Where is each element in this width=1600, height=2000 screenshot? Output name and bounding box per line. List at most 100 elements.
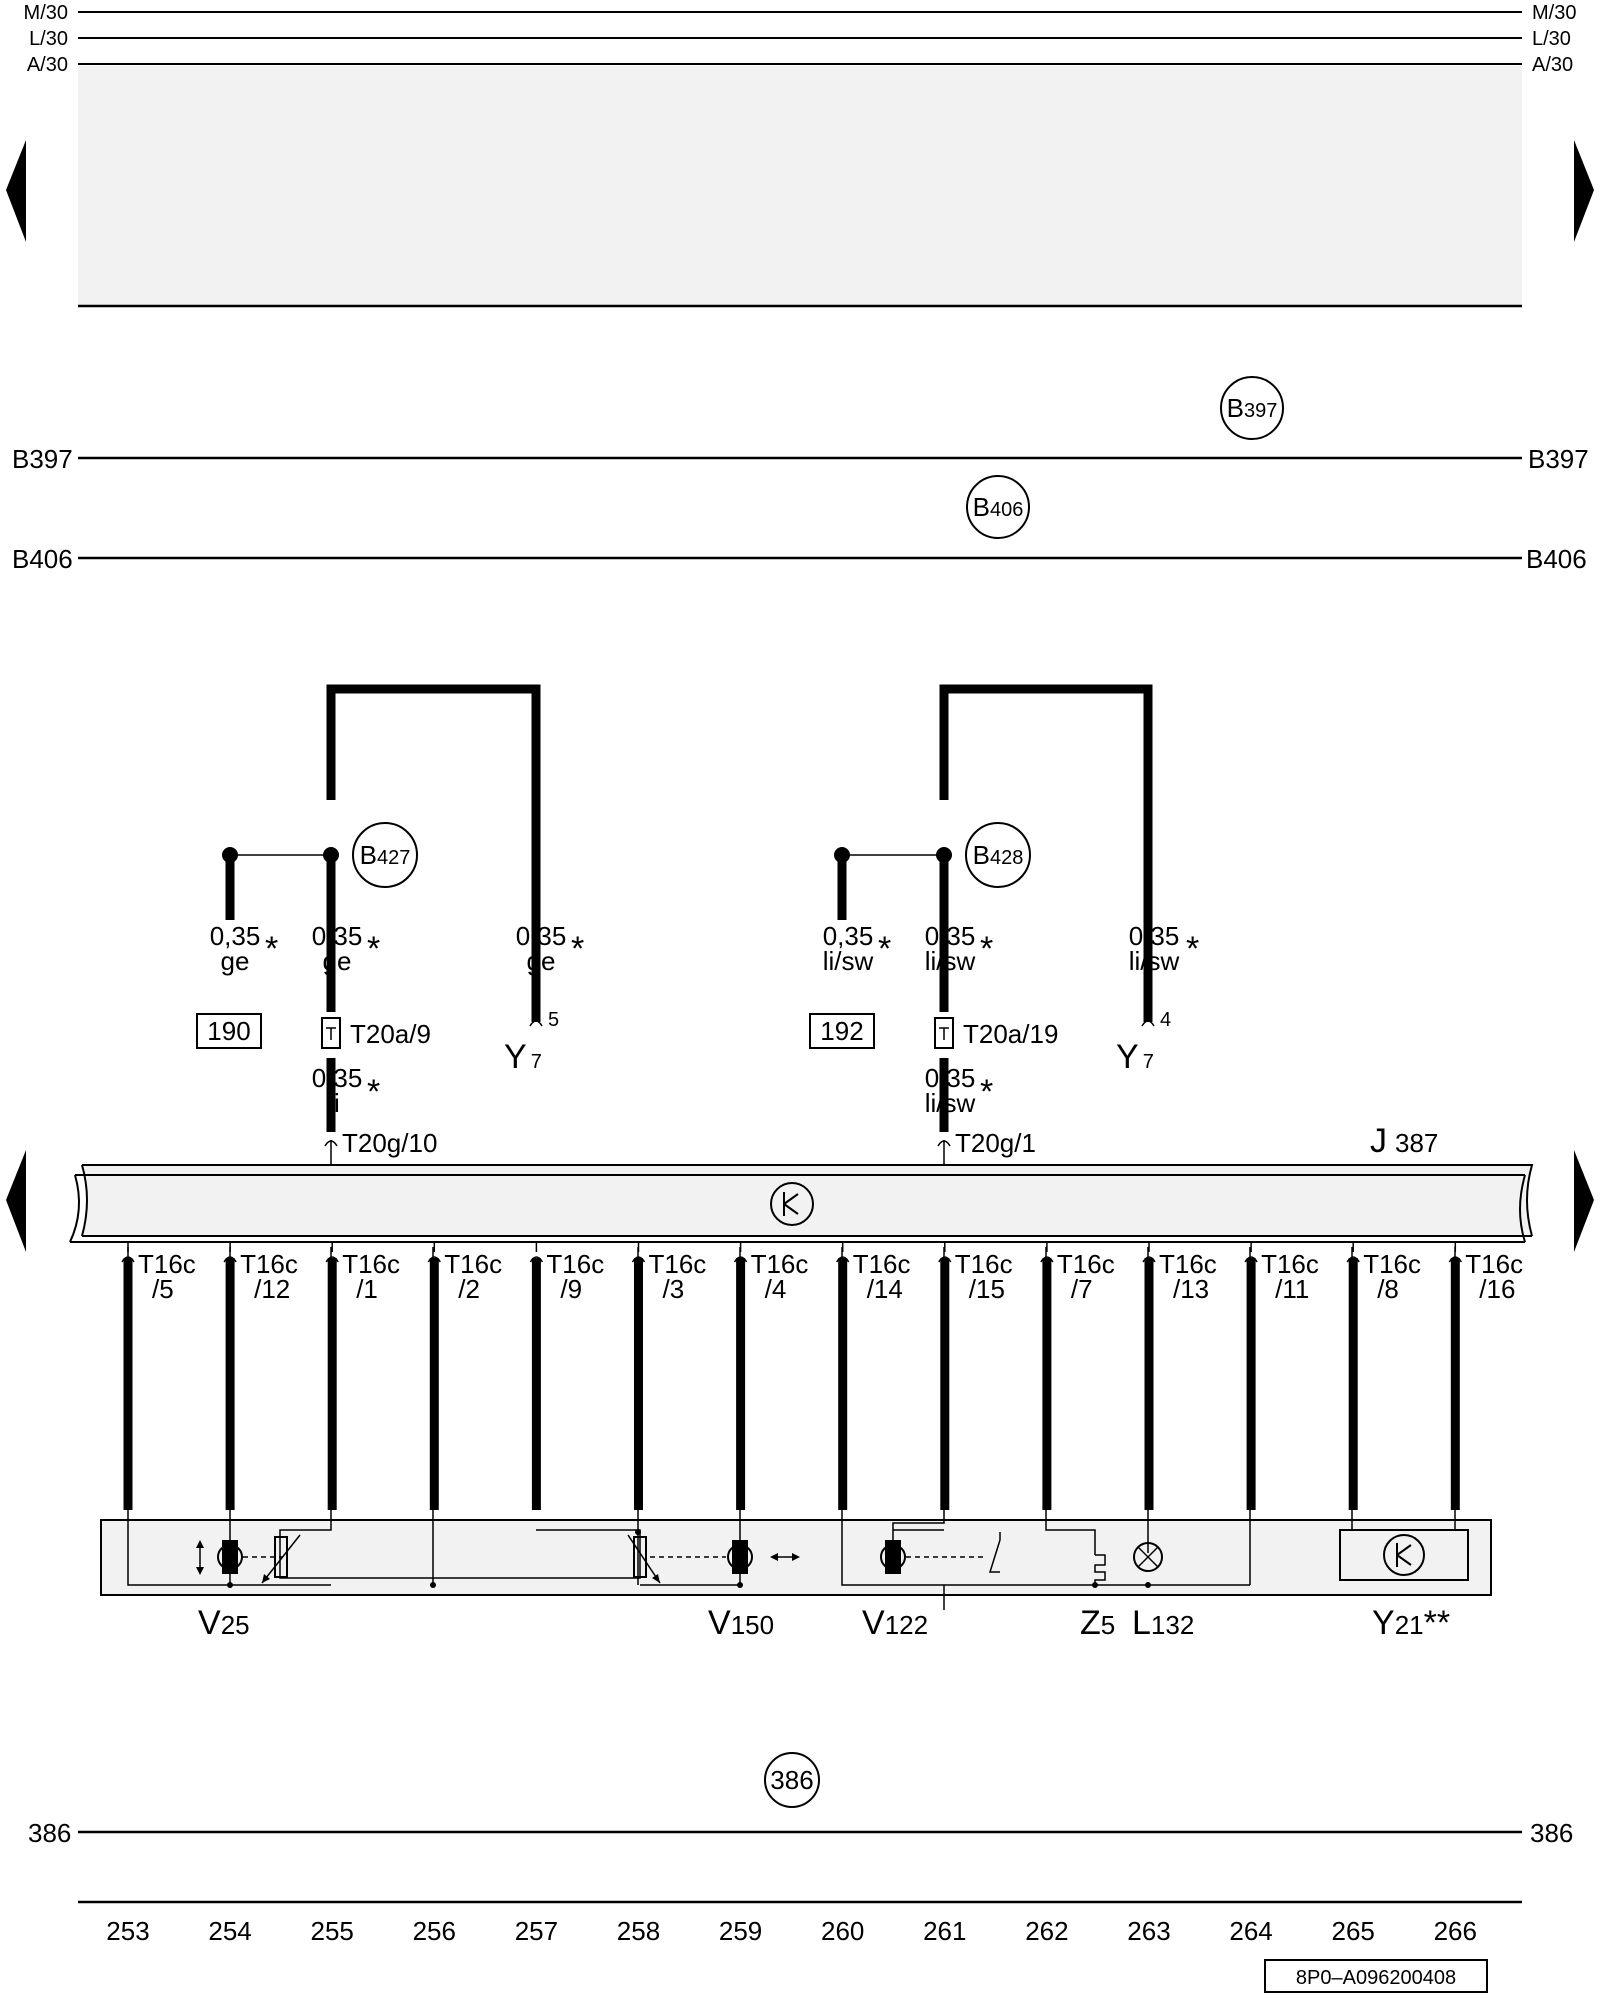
connector-t20g1: T20g/1 [955,1128,1036,1158]
arrow-left-mid-icon[interactable] [6,1150,26,1252]
pin-name: T16c [1057,1249,1115,1279]
column-number: 263 [1127,1916,1170,1946]
bus-b397-marker [1220,376,1284,440]
bus-386-label-right: 386 [1530,1818,1573,1848]
circuit-left: B427 0,35 ge * 0,35 ge * 0,35 ge * 190 T… [196,684,584,1172]
wire-color-w7: li/sw [1129,946,1180,976]
pin-number: /13 [1173,1274,1209,1304]
wire-ast-w4: * [367,1073,380,1111]
pin-t16c-1: T16c/1 [325,1242,400,1510]
pin-t16c-9: T16c/9 [529,1242,604,1510]
motor-v122-icon: M [880,1529,1001,1574]
wire-size-w2: 0,35 [312,921,363,951]
y7b-pin: 4 [1160,1009,1171,1031]
bus-b406-label-right: B406 [1526,544,1587,574]
wire-ast-w6: * [980,930,993,968]
connector-t20a9: T20a/9 [350,1019,431,1049]
column-number: 258 [617,1916,660,1946]
heater-z5-icon [1094,1554,1106,1585]
pin-t16c-5: T16c/5 [121,1242,196,1510]
pin-number: /1 [356,1274,378,1304]
arrow-right-mid-icon[interactable] [1574,1150,1594,1252]
rail-label-a30-right: A/30 [1532,54,1573,76]
bus-b397-label-right: B397 [1528,444,1589,474]
document-code: 8P0–A096200408 [1296,1967,1456,1989]
column-number: 259 [719,1916,762,1946]
y7a-pin: 5 [548,1009,559,1031]
wire-size-w4: 0,35 [312,1063,363,1093]
bus-b397-marker-label: B397 [1227,393,1278,423]
arrow-left-top-icon[interactable] [6,140,26,242]
potentiometer-v25-icon [261,1534,301,1584]
column-number: 257 [515,1916,558,1946]
component-z5: Z5 [1080,1604,1115,1642]
wire-color-w2: ge [323,946,352,976]
bus-386-label-left: 386 [28,1818,71,1848]
wire-ast-w3: * [571,930,584,968]
wire-size-w7: 0,35 [1129,921,1180,951]
bus-386-marker [764,1752,820,1808]
pin-number: /9 [560,1274,582,1304]
pin-name: T16c [342,1249,400,1279]
column-number: 266 [1434,1916,1477,1946]
splice-b427 [352,822,418,888]
bus-b406: B406 B406 B406 [12,475,1587,574]
pin-name: T16c [853,1249,911,1279]
ref-192[interactable]: 192 [820,1016,863,1046]
top-shaded-area [78,66,1522,306]
wire-ast-w7: * [1186,930,1199,968]
supply-rails: M/30 L/30 A/30 M/30 L/30 A/30 [24,2,1576,308]
wire-color-w6: li/sw [925,946,976,976]
wire-ast-w5: * [878,930,891,968]
ref-box-192[interactable] [809,1013,875,1049]
splice-b427-label: B427 [360,840,411,870]
pin-number: /5 [152,1274,174,1304]
pin-t16c-11: T16c/11 [1244,1242,1319,1510]
pin-name: T16c [1363,1249,1421,1279]
ref-190[interactable]: 190 [207,1016,250,1046]
pin-name: T16c [955,1249,1013,1279]
pin-name: T16c [240,1249,298,1279]
wire-ast-w8: * [980,1073,993,1111]
pin-t16c-2: T16c/2 [427,1242,502,1510]
wire-size-w1: 0,35 [210,921,261,951]
wire-color-w3: ge [527,946,556,976]
column-number: 255 [311,1916,354,1946]
arrow-right-top-icon[interactable] [1574,140,1594,242]
pin-number: /14 [867,1274,903,1304]
pin-name: T16c [444,1249,502,1279]
bus-b397-label-left: B397 [12,444,73,474]
potentiometer-v150-icon [627,1534,726,1584]
column-number: 261 [923,1916,966,1946]
transistor-icon [770,1182,814,1226]
column-number: 262 [1025,1916,1068,1946]
wire-size-w6: 0,35 [925,921,976,951]
wire-color-w5: li/sw [823,946,874,976]
pin-name: T16c [649,1249,707,1279]
ref-box-190[interactable] [196,1013,262,1049]
bus-b406-label-left: B406 [12,544,73,574]
pin-name: T16c [138,1249,196,1279]
pin-t16c-13: T16c/13 [1142,1242,1217,1510]
module-y21-icon [1339,1529,1469,1581]
wire-size-w5: 0,35 [823,921,874,951]
component-v122: V122 [862,1604,928,1642]
wire-size-w8: 0,35 [925,1063,976,1093]
circuit-right: B428 0,35 li/sw * 0,35 li/sw * 0,35 li/s… [809,684,1199,1172]
bus-b406-marker-label: B406 [973,492,1024,522]
pin-number: /12 [254,1274,290,1304]
pin-name: T16c [751,1249,809,1279]
splice-b428 [965,822,1031,888]
pin-number: /2 [458,1274,480,1304]
bus-b406-marker [966,475,1030,539]
component-v25: V25 [198,1604,250,1642]
motor-v25-icon: M [196,1540,282,1575]
motor-v150-icon: M [727,1540,800,1574]
svg-text:M: M [885,1547,902,1569]
rail-label-l30-right: L/30 [1532,28,1571,50]
bus-386-marker-label: 386 [770,1765,813,1795]
connector-t20a19: T20a/19 [963,1019,1058,1049]
